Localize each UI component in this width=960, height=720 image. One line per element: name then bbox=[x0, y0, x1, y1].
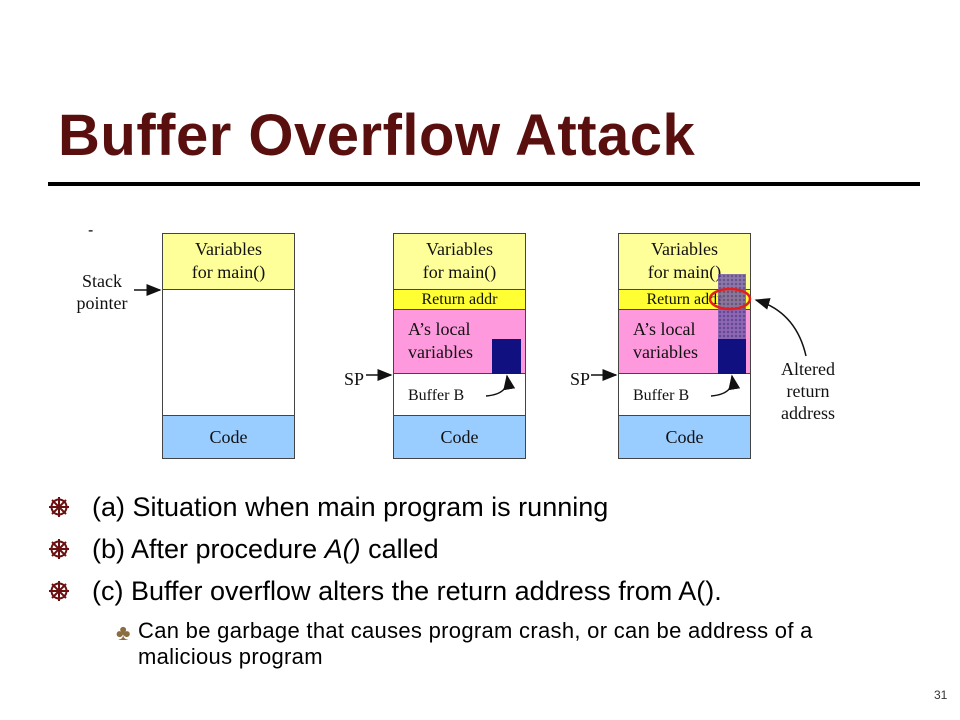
bullet-text: (a) Situation when main program is runni… bbox=[92, 492, 608, 523]
altered-return-address-label: Altered return address bbox=[766, 358, 850, 424]
local-label-2: variables bbox=[408, 342, 473, 362]
vars-label-1: Variables bbox=[426, 239, 493, 259]
page-title: Buffer Overflow Attack bbox=[58, 103, 696, 168]
empty-stack-segment bbox=[163, 290, 294, 416]
pointer-label: pointer bbox=[76, 293, 128, 313]
altered-address-arrow bbox=[754, 298, 807, 357]
vars-label-2: for main() bbox=[191, 262, 266, 282]
vars-label-1: Variables bbox=[651, 239, 718, 259]
buffer-segment: Buffer B bbox=[619, 374, 750, 416]
wheel-bullet-icon bbox=[49, 581, 69, 601]
vars-label-2: for main() bbox=[422, 262, 497, 282]
bullet-text-main: (b) After procedure bbox=[92, 534, 325, 564]
sp-label-c: SP bbox=[569, 369, 591, 389]
stack-b: Variables for main() Return addr A’s loc… bbox=[393, 233, 526, 459]
bullet-text-main: (a) Situation when main program is runni… bbox=[92, 492, 609, 522]
local-label-2: variables bbox=[633, 342, 698, 362]
buffer-fill bbox=[492, 339, 521, 374]
vars-label-2: for main() bbox=[647, 262, 722, 282]
code-segment: Code bbox=[394, 416, 525, 458]
return-addr-segment: Return addr bbox=[619, 290, 750, 310]
wheel-bullet-icon bbox=[49, 539, 69, 559]
drop-bullet-icon: ♣ bbox=[116, 620, 131, 645]
bullet-text-main: (c) Buffer overflow alters the return ad… bbox=[92, 576, 722, 606]
local-label-1: A’s local bbox=[408, 319, 471, 339]
stack-label: Stack bbox=[82, 271, 122, 291]
procedure-name: A() bbox=[324, 534, 361, 564]
stray-dash: - bbox=[88, 222, 94, 239]
sub-bullet-text: Can be garbage that causes program crash… bbox=[138, 618, 813, 669]
altered-label-3: address bbox=[781, 403, 835, 423]
bullet-text: (b) After procedure A() called bbox=[92, 534, 439, 565]
buffer-pointer-arrow-c bbox=[710, 374, 741, 397]
bullet-text-end: called bbox=[360, 534, 439, 564]
main-variables-segment: Variables for main() bbox=[163, 234, 294, 290]
stack-a: Variables for main() Code bbox=[162, 233, 295, 459]
altered-label-2: return bbox=[786, 381, 830, 401]
title-rule bbox=[48, 182, 920, 186]
buffer-fill bbox=[718, 339, 746, 374]
local-label-1: A’s local bbox=[633, 319, 696, 339]
main-variables-segment: Variables for main() bbox=[394, 234, 525, 290]
return-address-highlight bbox=[708, 287, 752, 311]
wheel-bullet-icon bbox=[49, 497, 69, 517]
code-segment: Code bbox=[163, 416, 294, 458]
buffer-pointer-arrow-b bbox=[485, 374, 516, 397]
return-addr-segment: Return addr bbox=[394, 290, 525, 310]
buffer-segment: Buffer B bbox=[394, 374, 525, 416]
altered-label-1: Altered bbox=[781, 359, 835, 379]
bullet-text: (c) Buffer overflow alters the return ad… bbox=[92, 576, 722, 607]
page-number: 31 bbox=[934, 688, 948, 702]
stack-pointer-label: Stack pointer bbox=[62, 270, 142, 314]
code-segment: Code bbox=[619, 416, 750, 458]
vars-label-1: Variables bbox=[195, 239, 262, 259]
sp-label-b: SP bbox=[343, 369, 365, 389]
